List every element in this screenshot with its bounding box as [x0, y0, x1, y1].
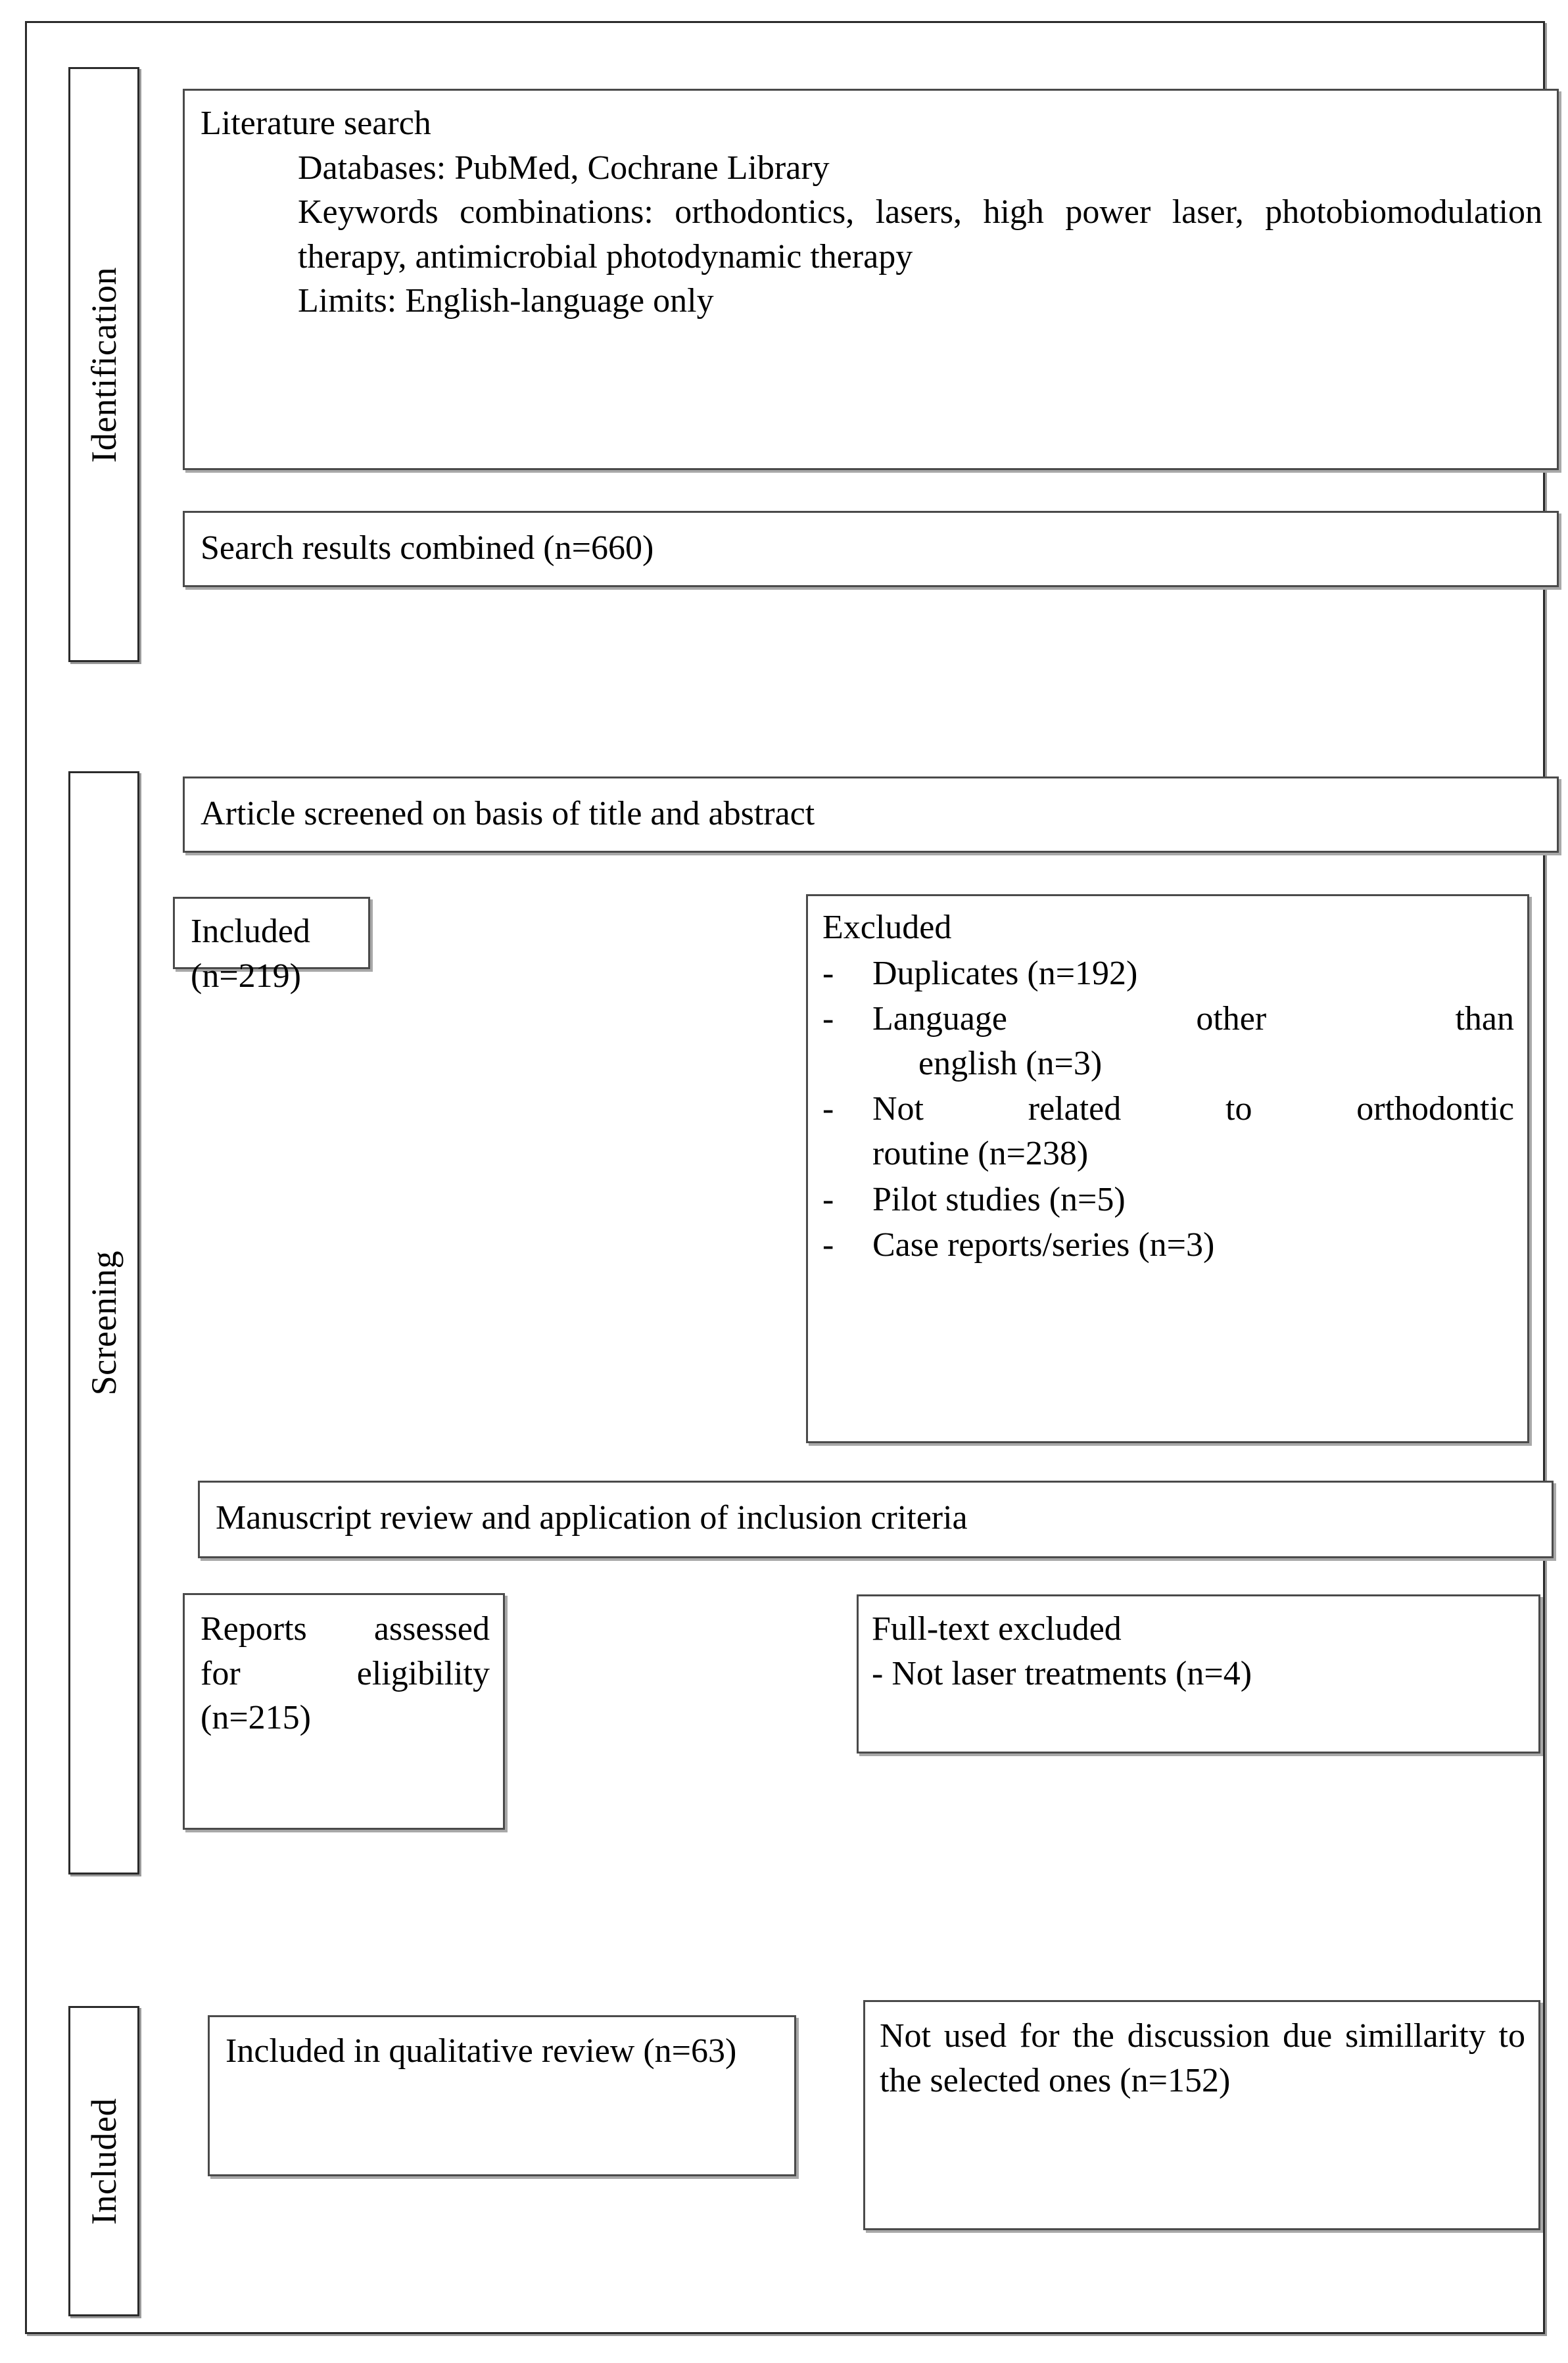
fulltext-excluded-heading: Full-text excluded	[872, 1610, 1122, 1648]
excluded-item-label: Not related to orthodontic	[872, 1090, 1514, 1128]
literature-search-box: Literature search Databases: PubMed, Coc…	[183, 89, 1559, 470]
literature-search-limits: Limits: English-language only	[298, 282, 714, 320]
reports-assessed-word-assessed: assessed	[373, 1610, 490, 1648]
included-screening-text: Included (n=219)	[191, 913, 310, 995]
reports-assessed-line1-row: Reports assessed	[201, 1607, 490, 1652]
not-used-discussion-text: Not used for the discussion due simillar…	[880, 2017, 1525, 2099]
stage-label-identification-text: Identification	[84, 266, 124, 463]
dash-bullet-icon: -	[822, 954, 834, 992]
reports-assessed-box: Reports assessed for eligibility (n=215)	[183, 1593, 505, 1830]
reports-assessed-line2-row: for eligibility	[201, 1652, 490, 1696]
dash-bullet-icon: -	[822, 1000, 834, 1038]
reports-assessed-word-reports: Reports	[201, 1610, 307, 1648]
included-screening-box: Included (n=219)	[173, 897, 370, 995]
dash-bullet-icon: -	[822, 1226, 834, 1264]
search-results-combined-text: Search results combined (n=660)	[201, 529, 654, 567]
excluded-item-label: Duplicates (n=192)	[872, 954, 1138, 992]
included-qualitative-box: Included in qualitative review (n=63)	[208, 2015, 796, 2176]
literature-search-keywords: Keywords combinations: orthodontics, las…	[298, 193, 1542, 275]
excluded-item-label: Pilot studies (n=5)	[872, 1180, 1126, 1218]
literature-search-heading: Literature search	[201, 105, 431, 142]
not-used-discussion-box: Not used for the discussion due simillar…	[863, 2000, 1540, 2230]
excluded-item-label: Language other than	[872, 1000, 1514, 1038]
stage-label-identification: Identification	[68, 67, 139, 662]
literature-search-databases: Databases: PubMed, Cochrane Library	[298, 149, 830, 187]
stage-label-included-text: Included	[84, 2097, 124, 2225]
fulltext-excluded-box: Full-text excluded - Not laser treatment…	[857, 1594, 1540, 1754]
excluded-list-item: - Not related to orthodontic routine (n=…	[822, 1087, 1514, 1176]
dash-bullet-icon: -	[822, 1090, 834, 1128]
dash-bullet-icon: -	[822, 1180, 834, 1218]
reports-assessed-word-eligibility: eligibility	[356, 1654, 490, 1692]
excluded-list-item: - Duplicates (n=192)	[822, 951, 1514, 996]
excluded-box: Excluded - Duplicates (n=192) - Language…	[806, 894, 1529, 1443]
excluded-heading: Excluded	[822, 909, 952, 946]
reports-assessed-word-for: for	[201, 1654, 241, 1692]
search-results-combined-box: Search results combined (n=660)	[183, 511, 1559, 587]
diagram-outer-frame: Identification Literature search Databas…	[25, 21, 1559, 2334]
fulltext-excluded-item: - Not laser treatments (n=4)	[872, 1654, 1252, 1692]
excluded-item-continuation: routine (n=238)	[872, 1134, 1089, 1172]
manuscript-review-text: Manuscript review and application of inc…	[216, 1499, 968, 1537]
excluded-item-label: Case reports/series (n=3)	[872, 1226, 1215, 1264]
excluded-item-continuation: english (n=3)	[918, 1044, 1103, 1082]
included-qualitative-text: Included in qualitative review (n=63)	[226, 2032, 737, 2070]
stage-label-screening: Screening	[68, 771, 139, 1874]
excluded-list-item: - Language other than english (n=3)	[822, 997, 1514, 1086]
manuscript-review-box: Manuscript review and application of inc…	[198, 1481, 1554, 1558]
stage-label-included: Included	[68, 2006, 139, 2316]
article-screened-box: Article screened on basis of title and a…	[183, 776, 1559, 853]
stage-label-screening-text: Screening	[84, 1250, 124, 1396]
reports-assessed-line3: (n=215)	[201, 1699, 311, 1737]
excluded-list-item: - Case reports/series (n=3)	[822, 1223, 1514, 1268]
excluded-list-item: - Pilot studies (n=5)	[822, 1178, 1514, 1222]
article-screened-text: Article screened on basis of title and a…	[201, 795, 815, 832]
